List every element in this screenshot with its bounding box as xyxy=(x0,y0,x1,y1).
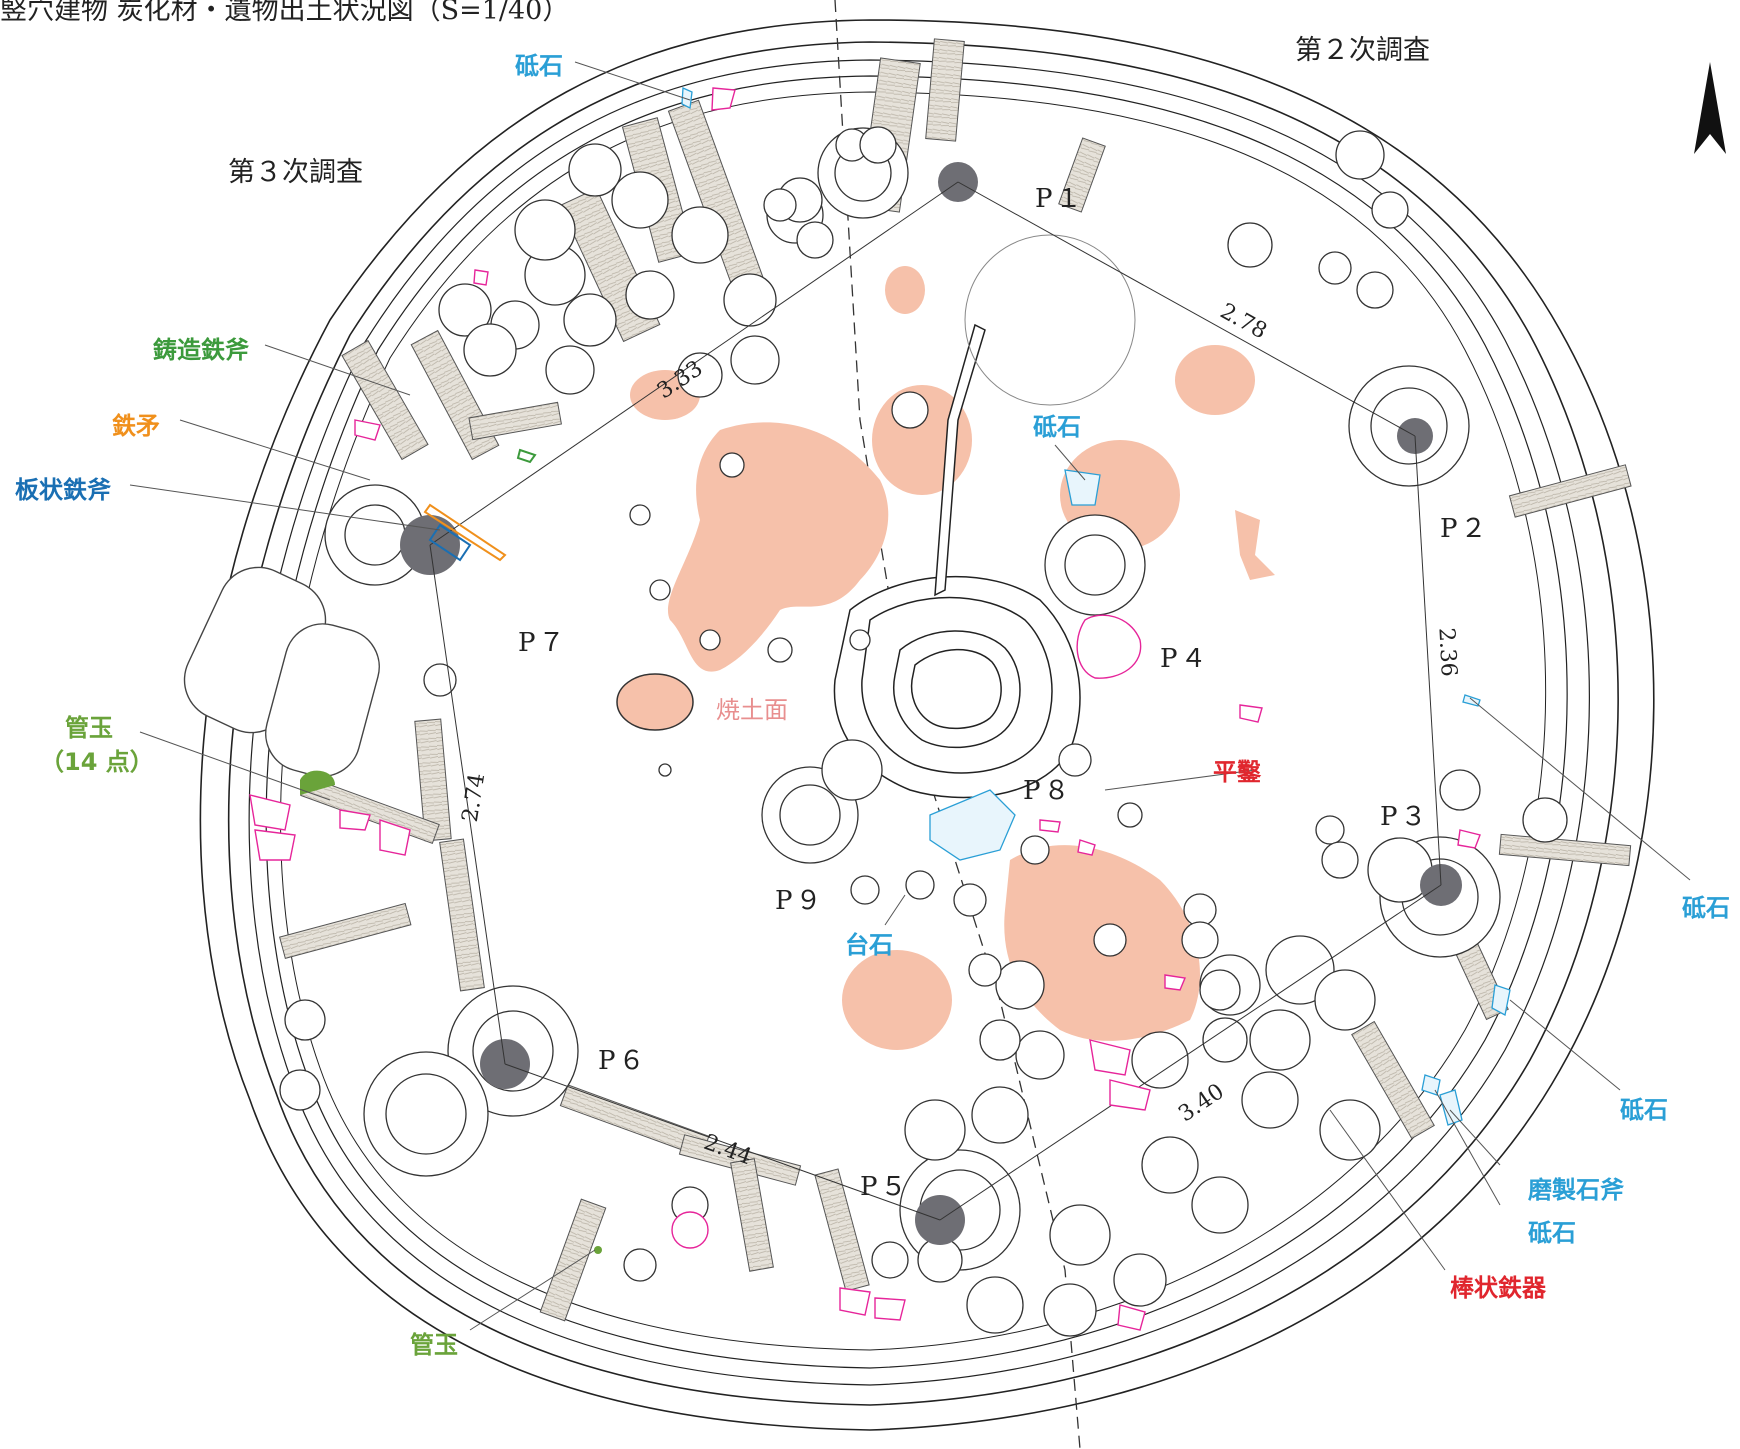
large-pit-outline xyxy=(964,234,1136,406)
label-flat-chisel: 平鑿 xyxy=(1213,758,1261,786)
burnt-area-10 xyxy=(616,673,694,731)
figure-title: 竪穴建物 炭化材・遺物出土状況図（S=1/40） xyxy=(0,0,570,26)
pit-label-p3: P３ xyxy=(1380,802,1430,832)
label-whetstone-bottom-right: 砥石 xyxy=(1528,1219,1576,1247)
burnt-area-5 xyxy=(1235,510,1275,580)
survey-boundary-line xyxy=(834,0,1081,1449)
drainage-channel xyxy=(934,323,986,597)
label-burnt-floor: 焼土面 xyxy=(716,696,788,724)
label-tube-bead: 管玉 xyxy=(65,714,113,742)
burnt-area-7 xyxy=(885,266,925,314)
hearth-ring-4 xyxy=(910,648,1002,730)
pit-label-p8: P８ xyxy=(1023,776,1073,806)
distance-lines xyxy=(429,181,1442,1221)
hearth-ring-3 xyxy=(893,630,1021,749)
label-whetstone-lower-right: 砥石 xyxy=(1620,1096,1668,1124)
pit-label-p9: P９ xyxy=(775,886,825,916)
wall-outline xyxy=(199,19,1655,1431)
survey-3-label: 第３次調査 xyxy=(228,157,363,188)
label-rod-iron-tool: 棒状鉄器 xyxy=(1450,1274,1546,1302)
label-iron-spear: 鉄矛 xyxy=(112,412,160,440)
label-polished-stone-axe: 磨製石斧 xyxy=(1528,1176,1624,1204)
label-whetstone-top: 砥石 xyxy=(515,52,563,80)
tube-beads xyxy=(300,770,602,1254)
pit-label-p2: P２ xyxy=(1440,514,1490,544)
post-holes xyxy=(400,162,1462,1245)
distance-p2-p3: 2.36 xyxy=(1433,627,1461,677)
iron-artifacts-p7 xyxy=(423,448,537,562)
north-arrow-icon xyxy=(1694,62,1726,154)
survey-2-label: 第２次調査 xyxy=(1295,35,1430,66)
wall-ring-2 xyxy=(227,41,1619,1406)
label-tube-bead-bottom: 管玉 xyxy=(410,1331,458,1359)
burnt-area-main xyxy=(667,422,889,672)
stone-slabs xyxy=(183,566,380,778)
label-whetstone-center: 砥石 xyxy=(1033,413,1081,441)
label-tube-bead-count: （14 点） xyxy=(40,748,154,776)
pit-label-p1: P１ xyxy=(1035,184,1085,214)
anvil-stone xyxy=(681,87,1511,1126)
hearth-ring-2 xyxy=(861,596,1053,774)
pit-label-p4: P４ xyxy=(1160,644,1210,674)
label-anvil-stone: 台石 xyxy=(845,931,893,959)
burnt-area-9 xyxy=(842,950,952,1050)
label-cast-iron-axe: 鋳造鉄斧 xyxy=(153,336,249,364)
label-plate-iron-axe: 板状鉄斧 xyxy=(15,476,111,504)
pottery-fragments xyxy=(249,87,1481,1331)
pit-label-p5: P５ xyxy=(860,1172,910,1202)
label-whetstone-right: 砥石 xyxy=(1682,894,1730,922)
pit-label-p7: P７ xyxy=(518,628,568,658)
outer-wall-ring xyxy=(199,19,1655,1431)
burnt-area-4 xyxy=(1175,345,1255,415)
pit-label-p6: P６ xyxy=(598,1046,648,1076)
